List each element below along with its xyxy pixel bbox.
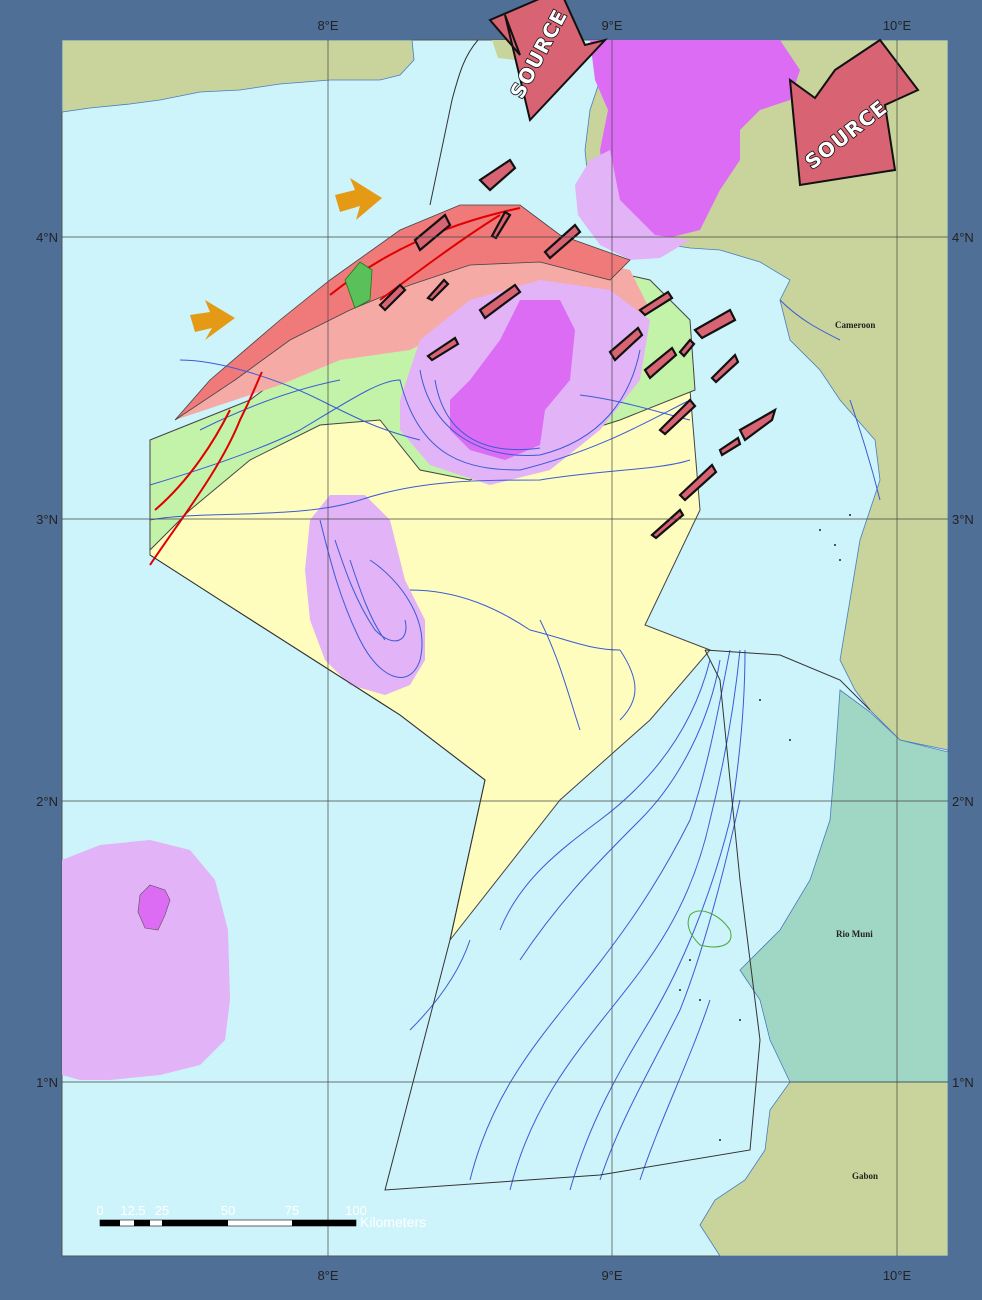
lat-label-left-2n: 2°N bbox=[36, 794, 58, 809]
scale-tick-12-5: 12.5 bbox=[120, 1203, 145, 1218]
lavender-zone-sao-tome bbox=[62, 840, 230, 1080]
lon-label-top-8e: 8°E bbox=[317, 18, 338, 33]
lat-label-right-2n: 2°N bbox=[952, 794, 974, 809]
lon-label-bottom-9e: 9°E bbox=[601, 1268, 622, 1283]
lat-label-right-3n: 3°N bbox=[952, 512, 974, 527]
place-label-gabon: Gabon bbox=[852, 1171, 878, 1181]
source-arrow-left bbox=[488, 0, 609, 123]
boundary-lines bbox=[149, 39, 871, 1191]
map-content bbox=[61, 0, 949, 1257]
scale-bar: 0 12.5 25 50 75 100 Kilometers bbox=[96, 1203, 426, 1230]
orange-arrow-north bbox=[335, 178, 382, 220]
lon-label-bottom-8e: 8°E bbox=[317, 1268, 338, 1283]
bathymetry-contours bbox=[149, 299, 881, 1191]
scale-tick-0: 0 bbox=[96, 1203, 103, 1218]
lavender-zone-southwest bbox=[305, 495, 425, 695]
scale-tick-50: 50 bbox=[221, 1203, 235, 1218]
lon-label-top-9e: 9°E bbox=[601, 18, 622, 33]
land-nigeria bbox=[61, 39, 415, 113]
lat-label-right-1n: 1°N bbox=[952, 1075, 974, 1090]
red-zone bbox=[174, 204, 631, 421]
island-sao-tome bbox=[137, 884, 171, 931]
scale-tick-75: 75 bbox=[285, 1203, 299, 1218]
place-label-cameroon: Cameroon bbox=[835, 320, 875, 330]
green-feature-offshore bbox=[687, 910, 732, 948]
fracture-marks bbox=[378, 158, 777, 540]
scale-tick-100: 100 bbox=[345, 1203, 367, 1218]
survey-points bbox=[679, 514, 851, 1141]
magenta-zone-bioko bbox=[590, 40, 800, 240]
magenta-zone-central bbox=[450, 300, 575, 460]
lat-label-left-3n: 3°N bbox=[36, 512, 58, 527]
orange-arrow-west bbox=[190, 300, 235, 340]
lat-label-right-4n: 4°N bbox=[952, 230, 974, 245]
lon-label-top-10e: 10°E bbox=[883, 18, 912, 33]
green-feature-field bbox=[344, 261, 373, 309]
lat-label-left-4n: 4°N bbox=[36, 230, 58, 245]
lon-label-bottom-10e: 10°E bbox=[883, 1268, 912, 1283]
land-rio-muni bbox=[739, 689, 949, 1083]
lat-label-left-1n: 1°N bbox=[36, 1075, 58, 1090]
graticule bbox=[62, 40, 948, 1256]
lavender-zone-bioko bbox=[575, 150, 690, 260]
scale-tick-25: 25 bbox=[155, 1203, 169, 1218]
source-arrow-right bbox=[788, 38, 920, 187]
land-gabon bbox=[699, 1081, 949, 1257]
scale-unit-label: Kilometers bbox=[360, 1214, 426, 1230]
place-label-rio-muni: Rio Muni bbox=[836, 929, 873, 939]
